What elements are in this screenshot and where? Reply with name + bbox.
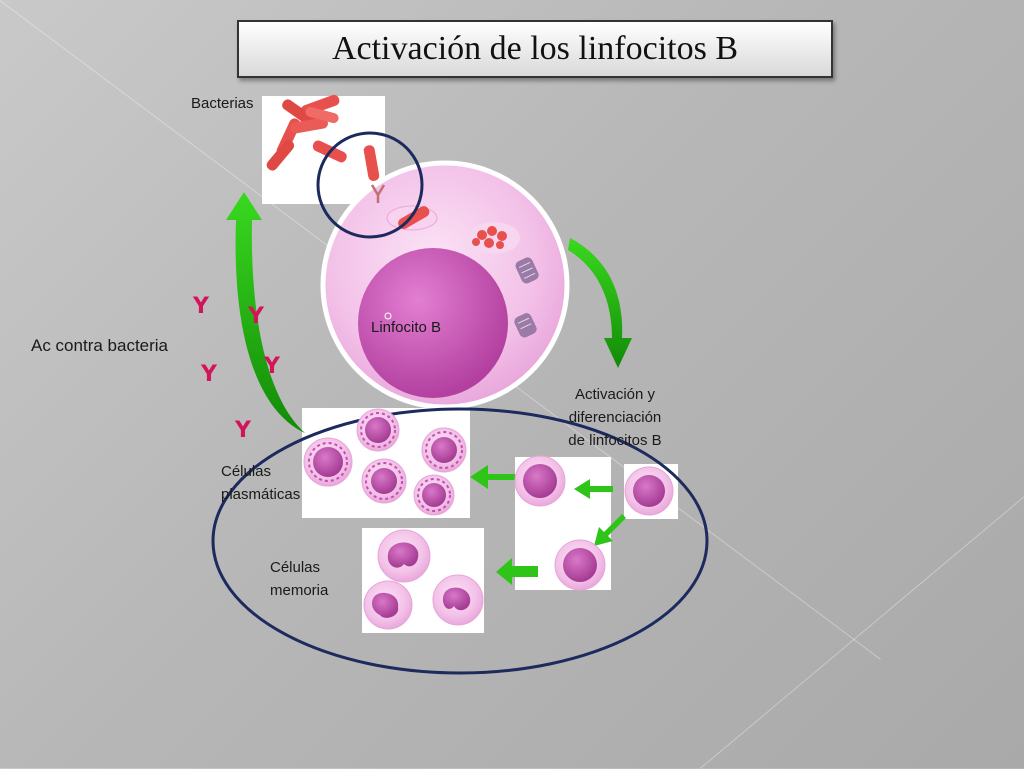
curved-arrow-down <box>568 238 632 368</box>
memory-cells-label: Células memoria <box>270 556 328 602</box>
bacteria-label: Bacterias <box>191 95 254 112</box>
memory-cells-label-line: memoria <box>270 582 329 599</box>
activation-label: Activación y diferenciación de linfocito… <box>548 383 682 452</box>
differentiation-ellipse <box>211 407 709 675</box>
lymphocyte-label: Linfocito B <box>371 319 442 336</box>
antibody-symbol: Y <box>264 354 280 379</box>
plasma-cells-label-line: plasmáticas <box>221 486 301 503</box>
plasma-cells-label-line: Células <box>221 463 272 480</box>
antibody-symbol: Y <box>193 294 209 319</box>
bacteria-cluster <box>266 94 386 203</box>
plasma-cells <box>303 408 467 516</box>
small-arrow-diagonal <box>594 514 626 546</box>
small-arrow-left-upper <box>470 465 515 489</box>
activation-label-line: diferenciación <box>568 409 662 426</box>
antibody-symbol: Y <box>248 304 264 329</box>
activated-b-cells <box>514 455 606 591</box>
b-lymphocyte-cell <box>320 160 570 410</box>
slide-title: Activación de los linfocitos B <box>331 30 739 67</box>
memory-cells-label-line: Células <box>270 559 321 576</box>
plasma-cells-label: Células plasmáticas <box>221 460 300 506</box>
antibody-symbol: Y <box>201 362 217 387</box>
naive-b-cell <box>624 466 674 516</box>
antibody-symbol: Y <box>235 418 251 443</box>
antibodies-label: Ac contra bacteria <box>31 336 169 355</box>
memory-cells <box>363 529 484 630</box>
title-box: Activación de los linfocitos B <box>237 20 833 78</box>
activation-label-line: de linfocitos B <box>568 432 662 449</box>
activation-label-line: Activación y <box>574 386 656 403</box>
binding-highlight-circle <box>316 131 424 239</box>
small-arrow-left-from-naive <box>574 479 613 499</box>
lymphocyte-nucleus <box>358 248 508 398</box>
curved-arrow-up <box>226 192 305 433</box>
small-arrow-left-lower <box>496 558 538 585</box>
